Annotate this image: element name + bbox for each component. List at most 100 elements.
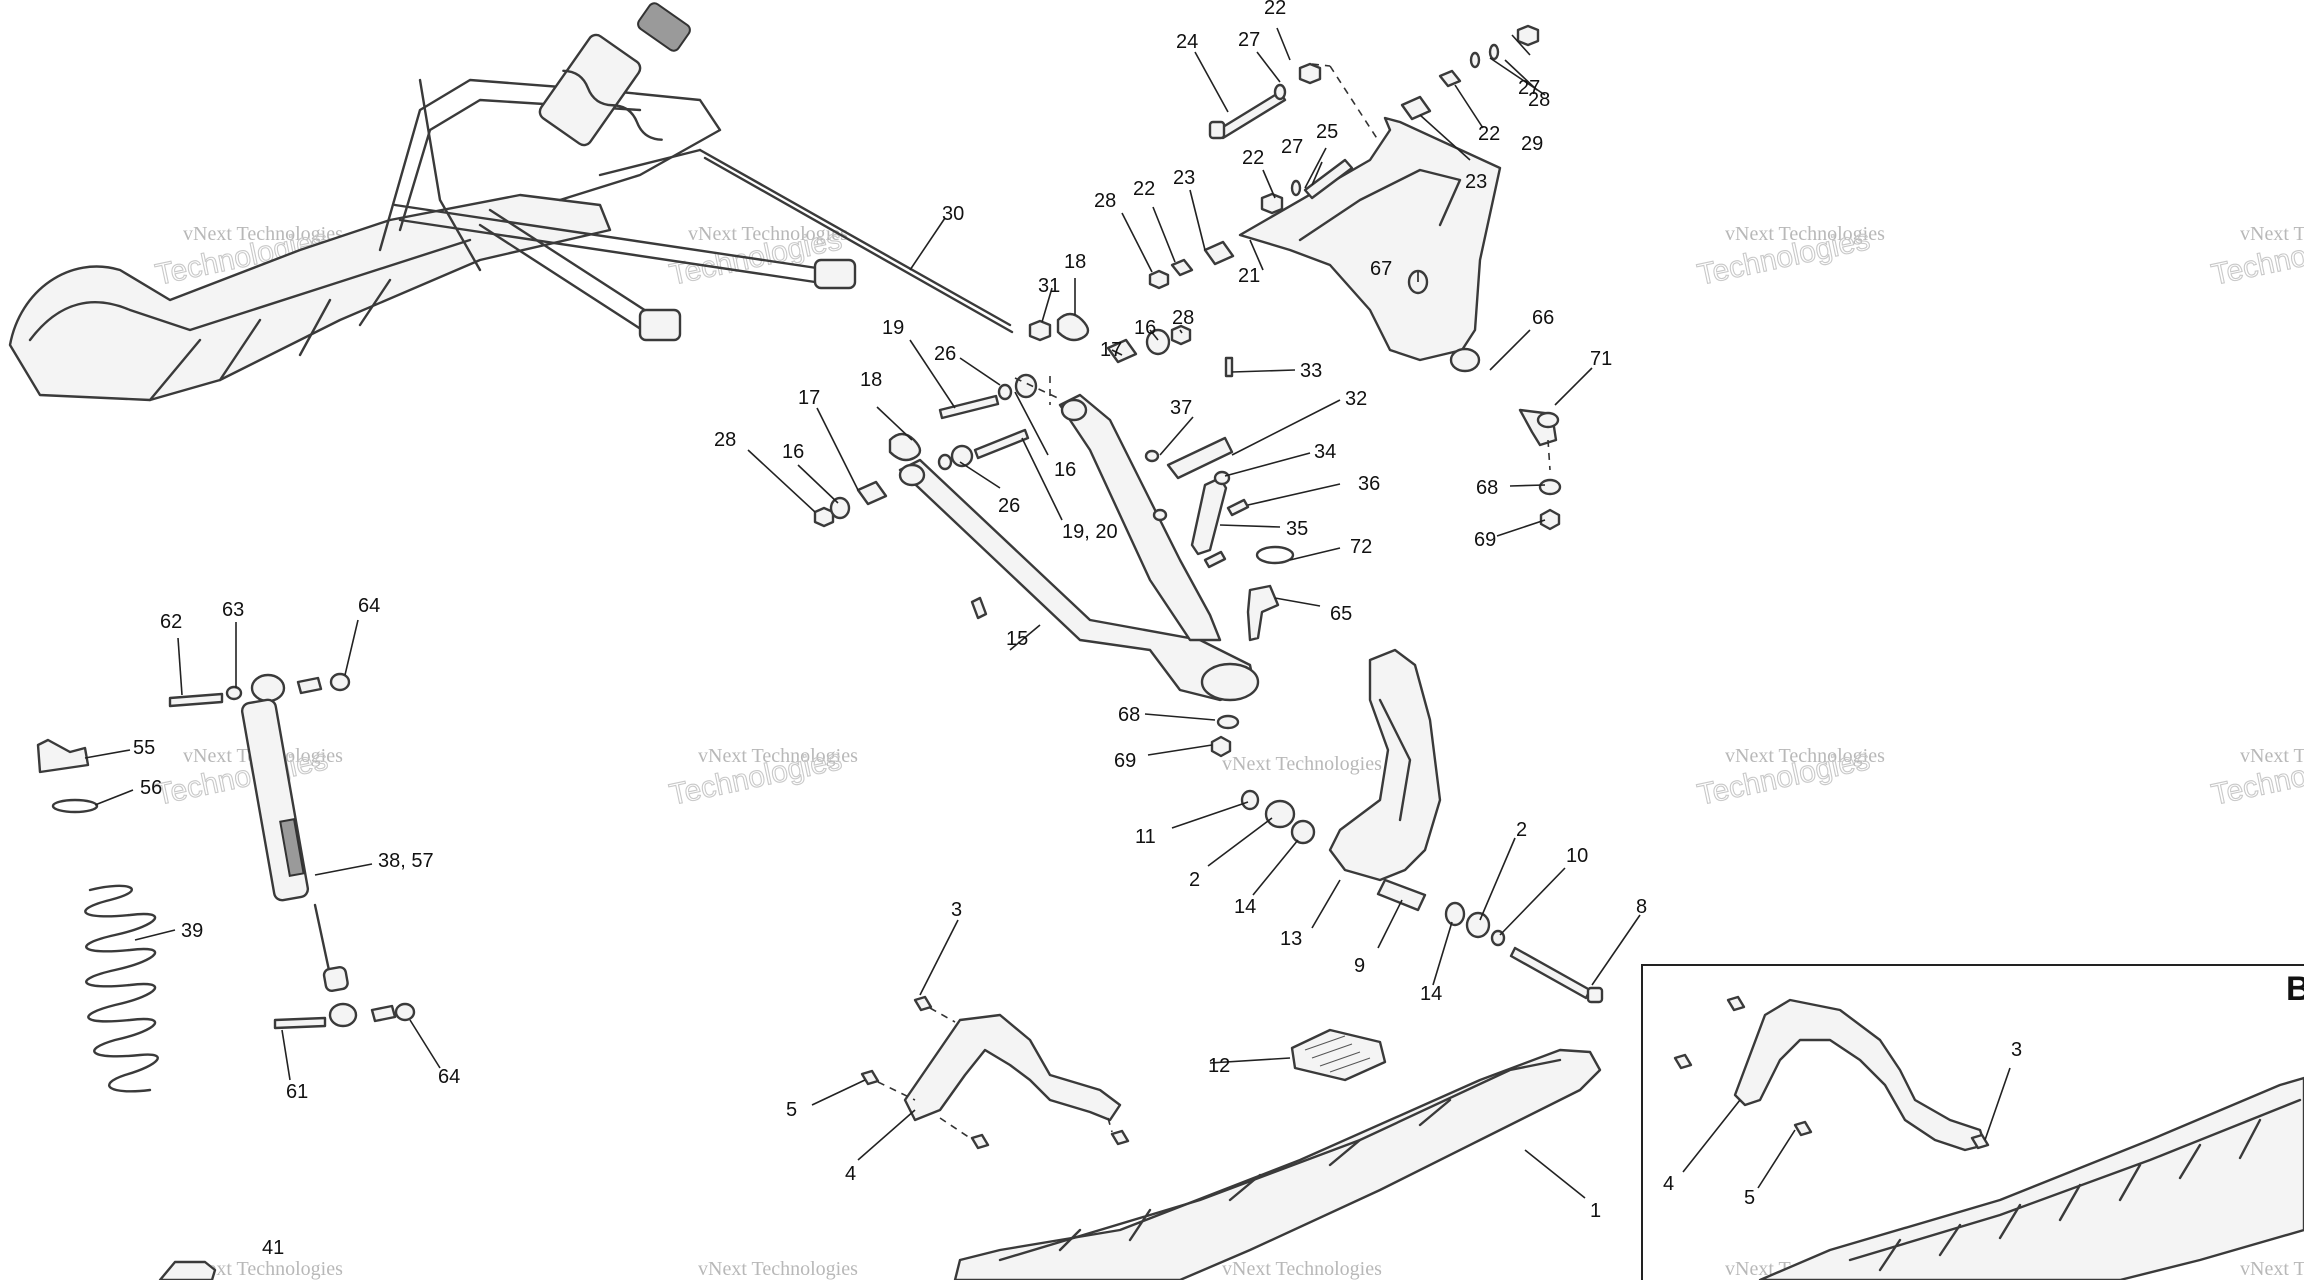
callout-26: 26 [998, 495, 1020, 517]
bolt-24 [1216, 90, 1287, 140]
upper-a-arm [1238, 116, 1502, 362]
callout-23: 23 [1465, 171, 1487, 193]
bushing-22 [1438, 69, 1462, 88]
watermark-text: vNext Technologies [698, 745, 858, 767]
callout-24: 24 [1176, 31, 1198, 53]
callout-4: 4 [1663, 1173, 1674, 1195]
ski-handle-4 [903, 1013, 1122, 1122]
bolt-19 [938, 394, 1000, 420]
callout-27: 27 [1238, 29, 1260, 51]
callout-32: 32 [1345, 388, 1367, 410]
inset-letter: B [2286, 970, 2304, 1008]
front-suspension-assembly [8, 2, 1014, 402]
bushing-17b [856, 480, 888, 506]
callout-23: 23 [1173, 167, 1195, 189]
callout-5: 5 [1744, 1187, 1755, 1209]
callout-11: 11 [1135, 826, 1156, 848]
watermark-text: vNext Technologies [1222, 753, 1382, 775]
callout-37: 37 [1170, 397, 1192, 419]
watermark-text: vNext Technologies [183, 1258, 343, 1280]
callout-28: 28 [1528, 89, 1550, 111]
shock-eye-top [250, 673, 286, 703]
callout-18: 18 [1064, 251, 1086, 273]
inset-ski-frame [1758, 1076, 2304, 1280]
callout-30: 30 [942, 203, 964, 225]
callout-22: 22 [1264, 0, 1286, 19]
callout-8: 8 [1636, 896, 1647, 918]
watermark-text: vNext Technologies [2240, 745, 2304, 767]
nut-69 [1539, 508, 1561, 531]
callout-3: 3 [951, 899, 962, 921]
callout-27: 27 [1281, 136, 1303, 158]
bolt-5 [860, 1069, 880, 1086]
bolt-36 [1226, 498, 1250, 517]
key [970, 596, 988, 620]
watermark-text: vNext Technologies [1222, 1258, 1382, 1280]
callout-56: 56 [140, 777, 162, 799]
callout-31: 31 [1038, 275, 1060, 297]
callout-16: 16 [1054, 459, 1076, 481]
callout-14: 14 [1234, 896, 1256, 918]
inset-detail-b: B [1641, 964, 2304, 1280]
callout-28: 28 [714, 429, 736, 451]
nut-11 [1240, 789, 1260, 811]
callout-64: 64 [438, 1066, 460, 1088]
watermark-text: vNext Technologies [698, 1258, 858, 1280]
ski-1 [953, 1048, 1602, 1280]
callout-71: 71 [1590, 348, 1612, 370]
callout-16: 16 [1134, 317, 1156, 339]
bolt-25 [1303, 158, 1354, 200]
callout-36: 36 [1358, 473, 1380, 495]
bushing-23 [1400, 95, 1432, 121]
watermark-text: vNext Technologies [2240, 223, 2304, 245]
washer-26 [997, 383, 1013, 401]
callout-28: 28 [1094, 190, 1116, 212]
callout-3: 3 [2011, 1039, 2022, 1061]
callout-62: 62 [160, 611, 182, 633]
bolt-62 [168, 692, 224, 708]
callout-22: 22 [1242, 147, 1264, 169]
bushing-14 [1290, 819, 1316, 845]
bushing-2b [1465, 911, 1491, 939]
callout-22: 22 [1478, 123, 1500, 145]
bushing-2 [1264, 799, 1296, 829]
washer-68 [1538, 478, 1562, 496]
ball-joint-65 [1246, 584, 1280, 642]
cap-31 [1028, 319, 1052, 342]
washer-26b [937, 453, 953, 471]
callout-25: 25 [1316, 121, 1338, 143]
callout-17: 17 [798, 387, 820, 409]
bolt-33 [1224, 356, 1234, 378]
spring-39 [84, 884, 159, 1093]
bushing-16b [1145, 328, 1171, 356]
callout-4: 4 [845, 1163, 856, 1185]
leader-lines [84, 27, 2011, 1199]
sleeve-9 [1376, 878, 1427, 912]
bushing-14b [1444, 901, 1466, 927]
upper-a-arm-group [1148, 24, 1562, 531]
bracket-55 [36, 738, 90, 774]
callout-26: 26 [934, 343, 956, 365]
callout-65: 65 [1330, 603, 1352, 625]
bushing-23b [1203, 240, 1235, 266]
part-41 [158, 1260, 217, 1280]
bushing-22b [1170, 258, 1194, 277]
callout-69: 69 [1474, 529, 1496, 551]
callout-63: 63 [222, 599, 244, 621]
bolt-8 [1509, 946, 1592, 1000]
watermark-text: vNext Technologies [183, 223, 343, 245]
nut-28 [1516, 24, 1540, 47]
callout-27: 27 [1518, 77, 1540, 99]
spindle-13 [1328, 648, 1442, 882]
callout-5: 5 [786, 1099, 797, 1121]
ring-56 [51, 798, 99, 814]
callout-15: 15 [1006, 628, 1028, 650]
callout-38-57: 38, 57 [378, 850, 434, 872]
callout-68: 68 [1476, 477, 1498, 499]
callout-19: 19 [882, 317, 904, 339]
link-35 [1190, 476, 1228, 556]
callout-10: 10 [1566, 845, 1588, 867]
callout-72: 72 [1350, 536, 1372, 558]
sleeve-64 [296, 676, 323, 695]
